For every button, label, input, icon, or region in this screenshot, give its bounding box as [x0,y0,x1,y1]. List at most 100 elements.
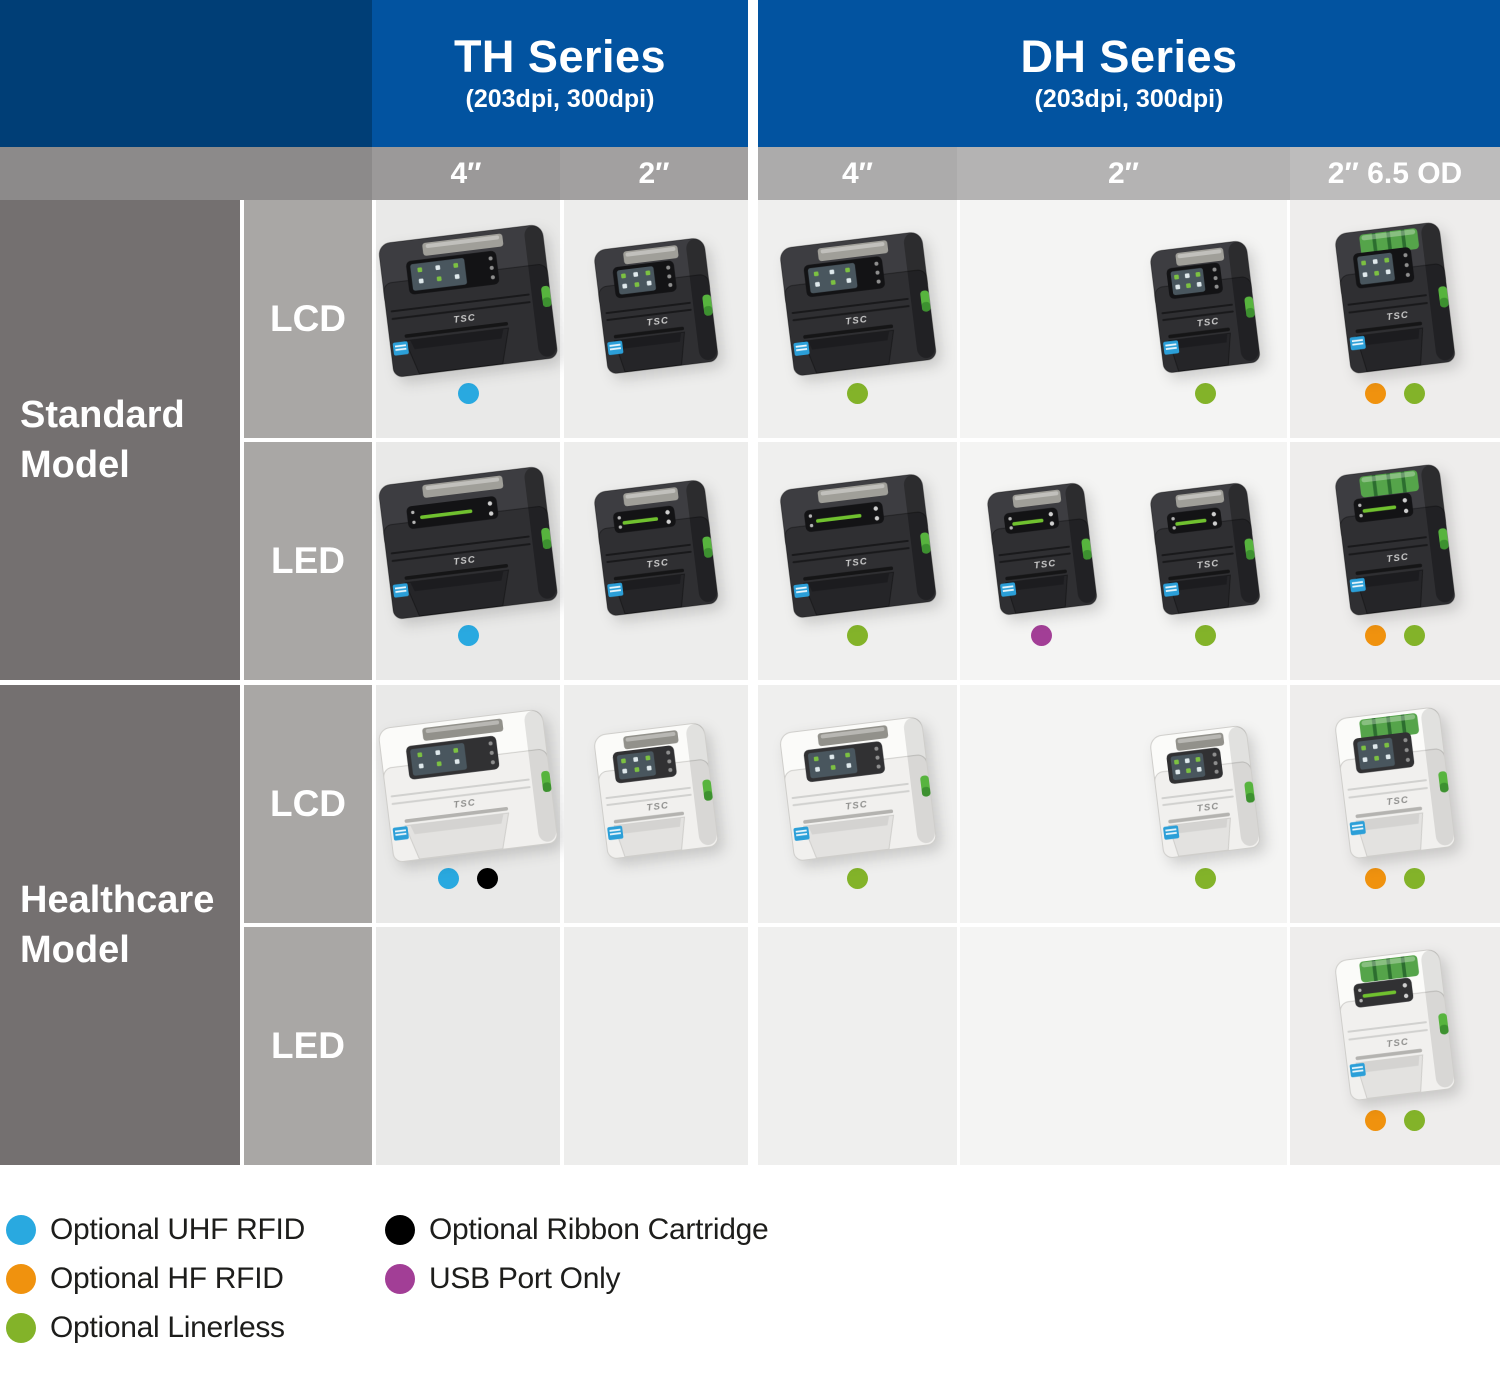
cell-healthcare-led-dh2 [960,927,1287,1165]
svg-text:TSC: TSC [453,554,477,568]
cell-standard-led-th2: TSC [564,442,748,680]
legend-item: Optional Linerless [6,1303,305,1352]
legend-label: Optional Linerless [50,1310,285,1344]
printer-unit: TSC [1335,927,1456,1131]
printer-box: TSC [779,464,936,618]
svg-text:TSC: TSC [1197,801,1221,815]
cell-standard-led-dh2: TSC TSC [960,442,1287,680]
cell-healthcare-lcd-dh65: TSC [1290,685,1500,923]
header-th-series: TH Series (203dpi, 300dpi) [372,0,748,147]
cell-half: TSC [1124,442,1288,646]
cell-healthcare-led-dh4 [758,927,957,1165]
legend-label: Optional HF RFID [50,1261,284,1295]
feature-dot-green [847,868,868,889]
feature-dot-green [1404,868,1425,889]
printer-box: TSC [1335,222,1456,374]
feature-dots [1365,383,1425,404]
printer-unit: TSC [378,442,558,646]
svg-text:TSC: TSC [453,797,477,811]
printer-unit: TSC [594,685,719,889]
cell-standard-lcd-dh4: TSC [758,200,957,438]
feature-dot-green [1404,383,1425,404]
feature-dots [438,868,498,889]
legend-dot-purple [385,1263,415,1294]
column-header-dh-2in: 2″ [957,147,1290,200]
cell-standard-lcd-dh65: TSC [1290,200,1500,438]
feature-dot-orange [1365,868,1386,889]
legend-item: Optional HF RFID [6,1254,305,1303]
svg-text:TSC: TSC [1386,551,1410,565]
svg-text:TSC: TSC [1197,558,1221,572]
feature-dot-blue [457,383,479,404]
printer-illustration-th4: TSC [378,466,558,620]
legend-dot-orange [6,1263,36,1294]
comparison-matrix: Standard Model Healthcare Model LCD LED … [0,200,1500,1165]
cell-healthcare-led-dh65: TSC [1290,927,1500,1165]
printer-unit: TSC [594,442,719,646]
feature-dots [847,868,868,889]
column-header-dh-2in-65od: 2″ 6.5 OD [1290,147,1500,200]
svg-text:TSC: TSC [1386,1036,1410,1050]
column-header-th-4in: 4″ [372,147,560,200]
feature-dot-green [1194,625,1216,646]
printer-unit: TSC [779,200,936,404]
printer-box: TSC [378,707,558,863]
row-group-label: Healthcare Model [20,878,215,971]
legend-dot-blue [6,1214,36,1245]
feature-dots [1194,383,1216,404]
legend-dot-green [6,1312,36,1343]
svg-text:TSC: TSC [844,556,868,570]
feature-dot-blue [457,625,479,646]
printer-unit: TSC [378,685,558,889]
feature-dot-orange [1365,1110,1386,1131]
feature-dots [457,383,479,404]
feature-dots [1365,625,1425,646]
printer-unit: TSC [779,442,936,646]
printer-illustration-dh2: TSC [986,482,1097,615]
svg-text:TSC: TSC [1386,794,1410,808]
printer-unit: TSC [1150,685,1261,889]
feature-dot-green [847,383,868,404]
printer-unit: TSC [1335,685,1456,889]
printer-box: TSC [1150,707,1261,858]
printer-unit: TSC [378,200,558,404]
feature-dot-orange [1365,625,1386,646]
svg-text:TSC: TSC [844,314,868,328]
printer-box: TSC [1335,707,1456,859]
printer-illustration-dh4: TSC [779,474,936,618]
header-corner [0,0,372,147]
printer-box: TSC [594,464,719,616]
cell-healthcare-lcd-dh4: TSC [758,685,957,923]
legend-item: Optional UHF RFID [6,1205,305,1254]
cell-half: TSC [1124,200,1288,404]
feature-dots [457,625,479,646]
cell-half: TSC [1124,685,1288,889]
printer-illustration-dh65: TSC [1335,464,1456,616]
printer-illustration-dh4: TSC [779,232,936,376]
series-divider [748,0,758,147]
printer-illustration-th4: TSC [378,709,558,863]
feature-dot-black [477,868,498,889]
feature-dots [1031,625,1053,646]
printer-box: TSC [378,464,558,620]
legend-dot-black [385,1214,415,1245]
column-header-dh-4in: 4″ [758,147,957,200]
subrow-label-standard-lcd: LCD [244,200,372,438]
size-band-divider [748,147,758,200]
svg-text:TSC: TSC [646,557,670,571]
cell-healthcare-led-th2 [564,927,748,1165]
printer-box: TSC [1150,222,1261,373]
printer-unit: TSC [1335,200,1456,404]
printer-illustration-dh2: TSC [1150,482,1261,615]
row-group-healthcare-model: Healthcare Model [0,685,240,1165]
printer-illustration-th4: TSC [378,224,558,378]
printer-box: TSC [594,222,719,374]
row-group-standard-model: Standard Model [0,200,240,680]
th-series-title: TH Series [453,31,667,83]
legend-label: Optional Ribbon Cartridge [429,1212,769,1246]
th-series-subtitle: (203dpi, 300dpi) [465,84,655,113]
subrow-label-healthcare-led: LED [244,927,372,1165]
feature-dots [847,383,868,404]
feature-dots [1365,1110,1425,1131]
